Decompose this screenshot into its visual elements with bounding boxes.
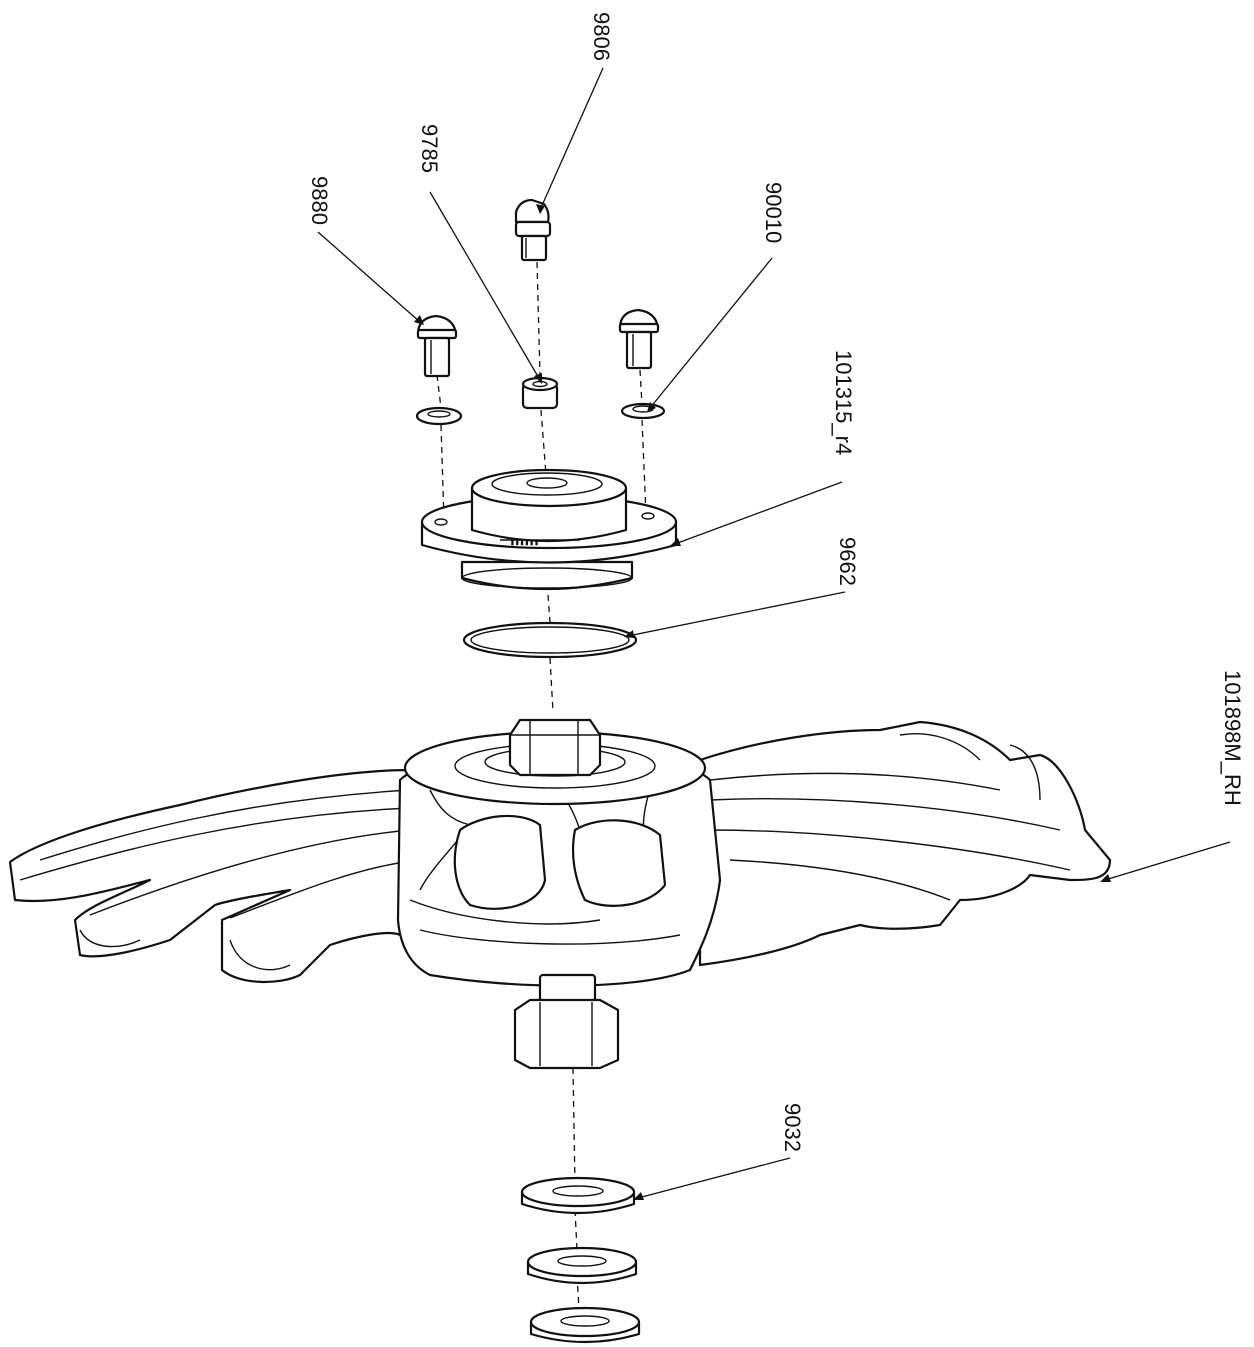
- callout-90010: 90010: [761, 182, 786, 243]
- part-90010-bolt: [618, 308, 660, 370]
- callout-101898: 101898M_RH: [1220, 670, 1245, 806]
- part-9785-bushing: [521, 376, 559, 410]
- leader-lines: [317, 67, 1231, 1200]
- callout-9662: 9662: [835, 537, 860, 586]
- part-101315-flange-bearing: ▮▮▮▮▮▮: [420, 468, 678, 591]
- callout-9785: 9785: [417, 124, 442, 173]
- callout-labels: 9806 9785 9880 90010 101315_r4 9662 1018…: [307, 12, 1245, 1152]
- part-washer-right: [620, 402, 666, 420]
- part-9032-washers: [520, 1176, 641, 1344]
- svg-text:▮▮▮▮▮▮: ▮▮▮▮▮▮: [510, 538, 539, 547]
- part-washer-left: [415, 406, 463, 426]
- callout-9880: 9880: [307, 176, 332, 225]
- part-9662-o-ring: [462, 621, 638, 659]
- callout-9032: 9032: [780, 1103, 805, 1152]
- callout-9806: 9806: [589, 12, 614, 61]
- part-101898M-RH-rotor: [8, 718, 1112, 1070]
- callout-101315: 101315_r4: [831, 350, 856, 455]
- part-9880-bolt: [416, 314, 458, 378]
- part-9806-fitting: [514, 198, 552, 262]
